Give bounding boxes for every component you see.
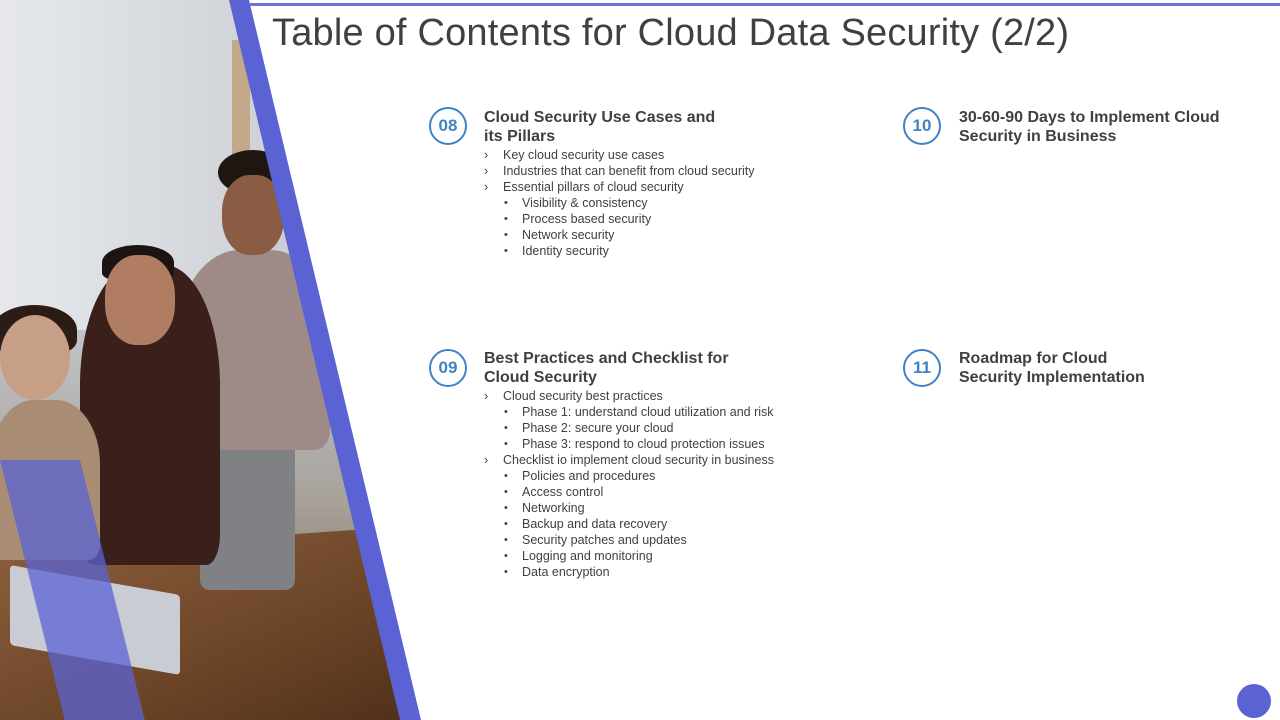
section-item: Phase 3: respond to cloud protection iss… bbox=[484, 436, 774, 452]
section-item: Phase 1: understand cloud utilization an… bbox=[484, 404, 774, 420]
section-title-line: Security in Business bbox=[959, 128, 1117, 145]
section-item: Logging and monitoring bbox=[484, 548, 774, 564]
top-accent-line bbox=[250, 3, 1280, 6]
section-item: Identity security bbox=[484, 243, 755, 259]
section-item: Process based security bbox=[484, 211, 755, 227]
section-item: Backup and data recovery bbox=[484, 516, 774, 532]
section-number-badge: 08 bbox=[429, 107, 467, 145]
photo-person bbox=[222, 175, 284, 255]
section-number-badge: 11 bbox=[903, 349, 941, 387]
section-item: Security patches and updates bbox=[484, 532, 774, 548]
section-item: Phase 2: secure your cloud bbox=[484, 420, 774, 436]
section-item: Key cloud security use cases bbox=[484, 147, 755, 163]
section-number-badge: 09 bbox=[429, 349, 467, 387]
corner-accent-dot bbox=[1237, 684, 1271, 718]
section-item: Cloud security best practices bbox=[484, 388, 774, 404]
section-number-badge: 10 bbox=[903, 107, 941, 145]
page-title: Table of Contents for Cloud Data Securit… bbox=[272, 12, 1070, 54]
section-title-line: Cloud Security Use Cases and bbox=[484, 109, 716, 126]
section-title: Roadmap for Cloud Security Implementatio… bbox=[959, 349, 1145, 387]
section-title-line: Best Practices and Checklist for bbox=[484, 350, 729, 367]
section-item: Network security bbox=[484, 227, 755, 243]
section-item-list: Key cloud security use casesIndustries t… bbox=[484, 147, 755, 259]
section-title: Cloud Security Use Cases and its Pillars bbox=[484, 108, 715, 146]
section-item: Policies and procedures bbox=[484, 468, 774, 484]
photo-person bbox=[105, 255, 175, 345]
section-item: Essential pillars of cloud security bbox=[484, 179, 755, 195]
section-item: Data encryption bbox=[484, 564, 774, 580]
photo-wall-frame bbox=[232, 40, 250, 170]
team-photo bbox=[0, 0, 420, 720]
section-item: Industries that can benefit from cloud s… bbox=[484, 163, 755, 179]
section-title: 30-60-90 Days to Implement Cloud Securit… bbox=[959, 108, 1220, 146]
section-title-line: Roadmap for Cloud bbox=[959, 350, 1108, 367]
photo-person bbox=[0, 315, 70, 400]
section-item: Access control bbox=[484, 484, 774, 500]
section-title-line: its Pillars bbox=[484, 128, 556, 145]
section-title-line: 30-60-90 Days to Implement Cloud bbox=[959, 109, 1220, 126]
section-item: Networking bbox=[484, 500, 774, 516]
section-item-list: Cloud security best practicesPhase 1: un… bbox=[484, 388, 774, 580]
section-title: Best Practices and Checklist for Cloud S… bbox=[484, 349, 729, 387]
section-item: Visibility & consistency bbox=[484, 195, 755, 211]
section-title-line: Cloud Security bbox=[484, 369, 597, 386]
section-title-line: Security Implementation bbox=[959, 369, 1145, 386]
section-item: Checklist io implement cloud security in… bbox=[484, 452, 774, 468]
